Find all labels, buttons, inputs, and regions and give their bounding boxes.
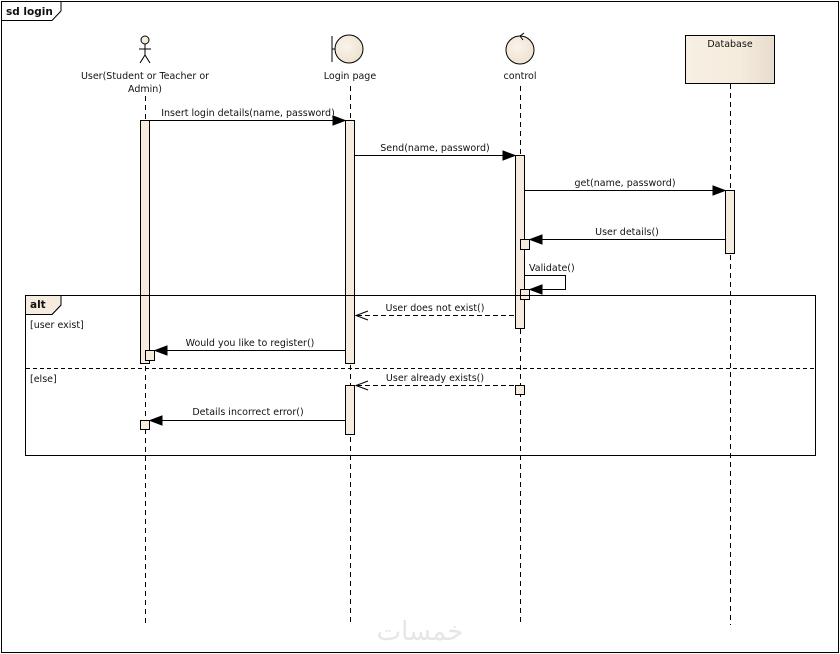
arrowhead-icon xyxy=(153,345,168,356)
actor-icon xyxy=(139,35,151,64)
frame-title: sd login xyxy=(6,6,53,18)
watermark: خمسات xyxy=(377,617,464,647)
alt-fragment: alt [user exist] [else] xyxy=(25,295,816,456)
guard-label: [user exist] xyxy=(30,320,84,331)
message-send[interactable]: Send(name, password) xyxy=(355,143,517,161)
activation-bar xyxy=(725,190,735,254)
message-label: User already exists() xyxy=(386,373,484,384)
arrowhead-icon xyxy=(712,185,727,196)
message-label: User details() xyxy=(595,227,659,238)
activation-bar xyxy=(145,350,155,361)
activation-bar xyxy=(140,420,150,430)
arrowhead-icon xyxy=(528,234,543,245)
message-label: User does not exist() xyxy=(386,303,485,314)
activations xyxy=(140,120,735,435)
message-label: Details incorrect error() xyxy=(192,407,303,418)
guard-label: [else] xyxy=(30,374,57,385)
lifeline-login-page[interactable]: Login page xyxy=(324,34,377,625)
lifeline-control[interactable]: control xyxy=(504,32,537,625)
arrowhead-icon xyxy=(528,284,543,295)
activation-bar xyxy=(515,385,525,395)
message-get[interactable]: get(name, password) xyxy=(525,178,727,196)
control-icon xyxy=(505,32,535,65)
boundary-icon xyxy=(331,34,364,64)
database-box xyxy=(685,35,775,84)
fragment-operator: alt xyxy=(30,299,46,311)
message-label: Would you like to register() xyxy=(186,338,315,349)
message-validate[interactable]: Validate() xyxy=(525,263,575,295)
message-label: Send(name, password) xyxy=(380,143,489,154)
activation-bar xyxy=(520,289,530,300)
message-user-does-not-exist[interactable]: User does not exist() xyxy=(354,303,515,321)
arrowhead-icon xyxy=(332,115,347,126)
lifeline-label: User(Student or Teacher or xyxy=(81,71,209,82)
activation-bar xyxy=(345,385,355,435)
lifeline-database[interactable]: Database xyxy=(685,35,775,626)
open-arrowhead-icon xyxy=(354,310,369,321)
activation-bar xyxy=(140,120,150,364)
message-details-incorrect-error[interactable]: Details incorrect error() xyxy=(148,407,345,426)
message-label: Validate() xyxy=(529,263,575,274)
lifeline-label: Database xyxy=(707,39,752,50)
arrowhead-icon xyxy=(148,415,163,426)
activation-bar xyxy=(345,120,355,364)
message-user-details[interactable]: User details() xyxy=(528,227,725,245)
message-label: Insert login details(name, password) xyxy=(161,108,335,119)
lifeline-label: Login page xyxy=(324,71,377,82)
message-user-already-exists[interactable]: User already exists() xyxy=(354,373,515,391)
open-arrowhead-icon xyxy=(354,380,369,391)
activation-bar xyxy=(520,239,530,250)
lifeline-label: control xyxy=(504,71,537,82)
message-insert-login-details[interactable]: Insert login details(name, password) xyxy=(150,108,347,126)
arrowhead-icon xyxy=(502,150,517,161)
message-would-you-like-to-register[interactable]: Would you like to register() xyxy=(153,338,345,356)
lifeline-label: Admin) xyxy=(128,84,162,95)
message-label: get(name, password) xyxy=(574,178,675,189)
